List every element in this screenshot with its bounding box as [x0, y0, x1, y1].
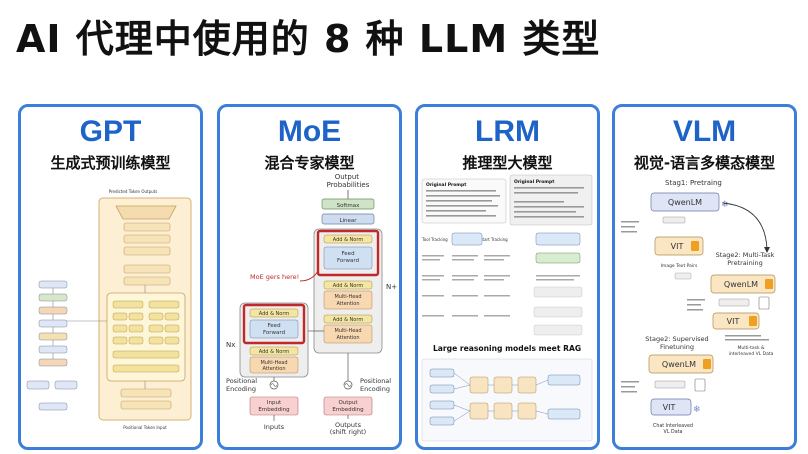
- moe-nplus: N+: [386, 283, 397, 291]
- vlm-stage1: Stag1: Pretraing: [665, 179, 722, 187]
- lrm-card-subtitle: 推理型大模型: [462, 154, 553, 172]
- gpt-architecture-diagram: Predicted Token Outputs Positional Token…: [26, 189, 192, 430]
- svg-text:Output Probabilities: Output Probabilities: [327, 173, 370, 189]
- svg-text:❄: ❄: [721, 200, 729, 210]
- lrm-step-b-label: Start Tracking: [480, 237, 508, 242]
- vlm-image-text-pairs: Image Text Pairs: [661, 263, 698, 269]
- gpt-card-subtitle: 生成式预训练模型: [50, 154, 171, 172]
- lrm-card-title: LRM: [475, 115, 540, 148]
- moe-nx: Nx: [226, 341, 235, 349]
- vlm-vit1: VIT: [671, 242, 684, 251]
- gpt-card: GPT 生成式预训练模型 Predicted Token Outputs Pos…: [18, 104, 203, 450]
- vlm-vit3: VIT: [663, 403, 676, 412]
- lrm-rag-caption: Large reasoning models meet RAG: [433, 344, 581, 353]
- moe-output-label-1: Output: [335, 173, 360, 181]
- lrm-reasoning-diagram: Original Prompt Original Prompt Tool Tra…: [421, 174, 593, 442]
- moe-enc-add-norm-1: Add & Norm: [259, 311, 290, 317]
- vlm-vit2: VIT: [727, 317, 740, 326]
- moe-add-norm-2: Add & Norm: [333, 283, 364, 289]
- moe-softmax: Softmax: [337, 203, 361, 209]
- moe-output-label-2: Probabilities: [327, 181, 370, 189]
- lrm-prompt-right: Original Prompt: [514, 179, 555, 185]
- moe-add-norm-3: Add & Norm: [333, 317, 364, 323]
- gpt-bottom-label: Positional Token Input: [123, 425, 167, 430]
- vlm-card-subtitle: 视觉-语言多模态模型: [633, 154, 776, 172]
- moe-card-title: MoE: [277, 115, 342, 148]
- gpt-card-title: GPT: [79, 115, 142, 148]
- vlm-qwen3: QwenLM: [662, 360, 696, 369]
- lrm-card: LRM 推理型大模型 Original Prompt Original Prom…: [415, 104, 600, 450]
- svg-text:❄: ❄: [693, 405, 701, 415]
- moe-linear: Linear: [339, 218, 357, 224]
- lrm-prompt-left: Original Prompt: [426, 182, 467, 188]
- svg-text:Multi-task &interleaved VL Dat: Multi-task &interleaved VL Data: [729, 345, 774, 357]
- lrm-step-a-label: Tool Tracking: [421, 237, 448, 242]
- gpt-top-label: Predicted Token Outputs: [109, 189, 158, 194]
- vlm-card: VLM 视觉-语言多模态模型 Stag1: Pretraing QwenLM ❄…: [612, 104, 797, 450]
- moe-card-subtitle: 混合专家模型: [264, 154, 355, 172]
- moe-transformer-diagram: Output Probabilities Softmax Linear Add …: [226, 173, 397, 436]
- svg-text:Outputs(shift right): Outputs(shift right): [330, 421, 366, 436]
- moe-annotation: MoE gers here!: [250, 273, 299, 281]
- vlm-qwen1: QwenLM: [668, 198, 702, 207]
- moe-card: MoE 混合专家模型 Output Probabilities Softmax …: [217, 104, 402, 450]
- vlm-qwen2: QwenLM: [724, 280, 758, 289]
- page-title: AI 代理中使用的 8 种 LLM 类型: [16, 17, 601, 61]
- moe-add-norm-1: Add & Norm: [333, 237, 364, 243]
- vlm-card-title: VLM: [672, 115, 737, 148]
- moe-inputs: Inputs: [264, 423, 285, 431]
- vlm-training-diagram: Stag1: Pretraing QwenLM ❄ VIT Image Text…: [621, 179, 776, 435]
- moe-enc-add-norm-2: Add & Norm: [259, 349, 290, 355]
